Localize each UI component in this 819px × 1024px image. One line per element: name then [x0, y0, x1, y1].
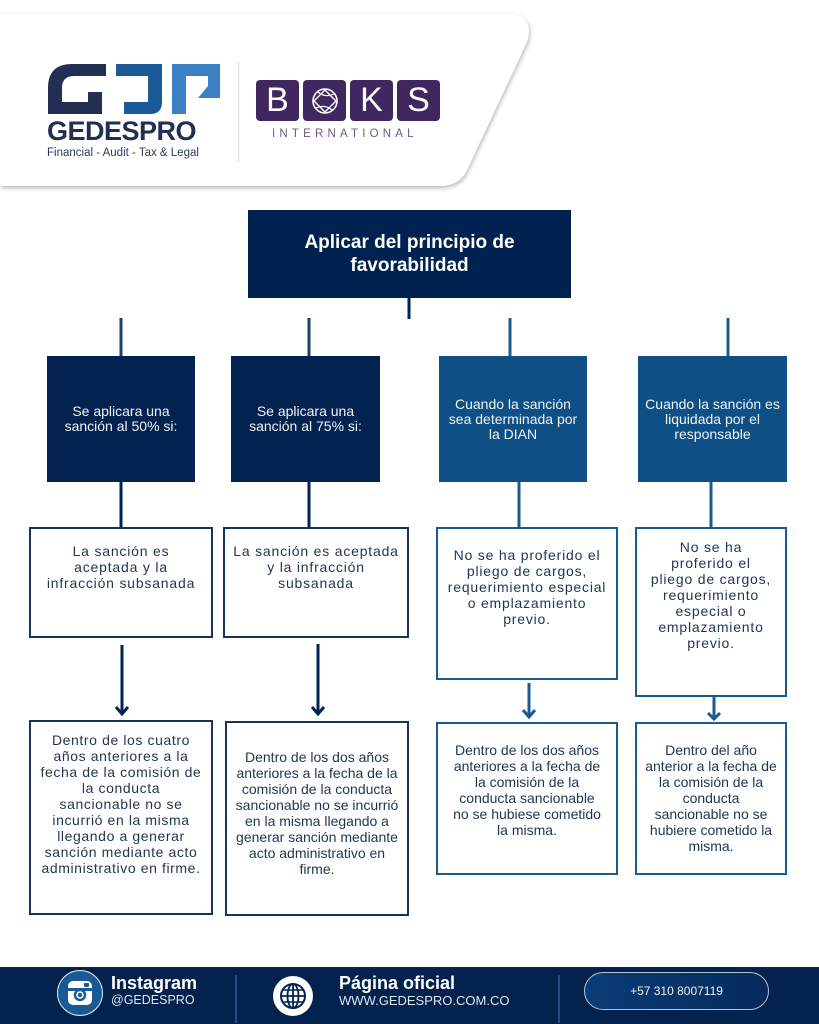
root-node: Aplicar del principio de favorabilidad [248, 210, 571, 298]
arrow-down-icon [521, 683, 537, 720]
detail-node-75: Dentro de los dos años anteriores a la f… [225, 721, 409, 916]
root-label: Aplicar del principio de favorabilidad [304, 232, 515, 276]
condition-label: Cuando la sanción sea determinada por la… [448, 395, 578, 442]
website-url-link[interactable]: WWW.GEDESPRO.COM.CO [339, 993, 510, 1008]
boks-letter-k: K [350, 80, 393, 121]
detail-node-50: Dentro de los cuatro años anteriores a l… [29, 720, 213, 915]
condition-label: Cuando la sanción es liquidada por el re… [645, 395, 780, 442]
detail-label: Dentro de los cuatro años anteriores a l… [40, 732, 202, 876]
requirement-label: No se ha proferido el pliego de cargos, … [650, 539, 772, 651]
instagram-icon[interactable] [57, 970, 103, 1016]
condition-node-responsable: Cuando la sanción es liquidada por el re… [638, 356, 787, 482]
arrow-down-icon [706, 697, 722, 722]
header-card: GEDESPRO Financial - Audit - Tax & Legal… [0, 0, 560, 200]
requirement-label: No se ha proferido el pliego de cargos, … [447, 547, 607, 627]
arrow-down-icon [310, 644, 326, 717]
detail-node-dian: Dentro de los dos años anteriores a la f… [436, 722, 618, 875]
gedespro-logo-mark [48, 64, 220, 114]
condition-label: Se aplicara una sanción al 75% si: [249, 403, 362, 434]
requirement-node-50: La sanción es aceptada y la infracción s… [29, 527, 213, 638]
gedespro-tagline: Financial - Audit - Tax & Legal [47, 147, 199, 159]
footer-divider [558, 975, 560, 1023]
arrow-down-icon [114, 645, 130, 717]
footer-bar: Instagram @GEDESPRO Página oficial WWW.G… [0, 967, 819, 1024]
requirement-node-75: La sanción es aceptada y la infracción s… [223, 527, 409, 638]
detail-node-responsable: Dentro del año anterior a la fecha de la… [635, 722, 787, 875]
boks-globe-icon [303, 80, 346, 121]
requirement-node-responsable: No se ha proferido el pliego de cargos, … [635, 527, 787, 697]
globe-icon [273, 976, 313, 1016]
boks-letter-s: S [397, 80, 440, 121]
phone-button[interactable]: +57 310 8007119 [584, 972, 769, 1010]
website-title: Página oficial [339, 973, 456, 993]
condition-label: Se aplicara una sanción al 50% si: [64, 403, 178, 434]
boks-logo: B K S [256, 80, 440, 121]
instagram-handle-link[interactable]: @GEDESPRO [111, 993, 195, 1007]
boks-letter-b: B [256, 80, 299, 121]
condition-node-50: Se aplicara una sanción al 50% si: [47, 356, 195, 482]
boks-subtitle: INTERNATIONAL [272, 128, 418, 140]
detail-label: Dentro de los dos años anteriores a la f… [453, 742, 601, 838]
requirement-label: La sanción es aceptada y la infracción s… [233, 543, 399, 591]
logo-divider [238, 62, 239, 162]
instagram-title: Instagram [111, 973, 198, 993]
flowchart-connectors [114, 298, 730, 722]
requirement-label: La sanción es aceptada y la infracción s… [46, 543, 196, 591]
detail-label: Dentro del año anterior a la fecha de la… [645, 742, 777, 854]
condition-node-dian: Cuando la sanción sea determinada por la… [439, 356, 587, 482]
detail-label: Dentro de los dos años anteriores a la f… [235, 749, 399, 877]
footer-divider [235, 975, 237, 1023]
condition-node-75: Se aplicara una sanción al 75% si: [231, 356, 380, 482]
phone-number: +57 310 8007119 [630, 984, 723, 998]
requirement-node-dian: No se ha proferido el pliego de cargos, … [436, 527, 618, 680]
gedespro-name: GEDESPRO [47, 116, 197, 146]
